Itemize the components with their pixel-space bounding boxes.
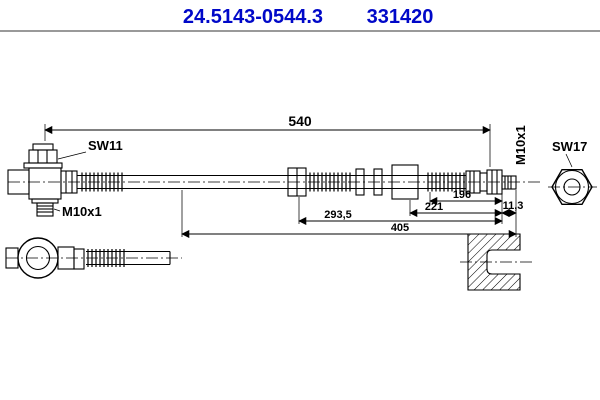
corrugation-right bbox=[427, 172, 465, 192]
part-number: 24.5143-0544.3 bbox=[183, 6, 323, 28]
dim-540-label: 540 bbox=[288, 113, 312, 129]
bracket-outline bbox=[467, 233, 521, 291]
dimensions: 540 196 221 11,3 293,5 405 bbox=[44, 113, 524, 239]
hose-body bbox=[77, 164, 466, 200]
sw17-label: SW17 bbox=[552, 139, 587, 154]
sw11-label: SW11 bbox=[88, 138, 123, 153]
callouts: SW11 M10x1 M10x1 SW17 bbox=[53, 125, 587, 219]
m10x1-left-label: M10x1 bbox=[62, 204, 102, 219]
corrugation-left bbox=[81, 172, 123, 192]
hex-nut-front-view bbox=[548, 168, 597, 206]
right-fitting bbox=[465, 169, 517, 195]
bracket-detail bbox=[460, 233, 532, 291]
header: 24.5143-0544.3 331420 bbox=[0, 6, 600, 32]
banjo-end-second-view bbox=[5, 237, 182, 279]
dim-11-3-label: 11,3 bbox=[503, 200, 524, 212]
reference-number: 331420 bbox=[367, 6, 434, 28]
dim-221-label: 221 bbox=[425, 201, 443, 213]
m10x1-right-label: M10x1 bbox=[513, 125, 528, 165]
main-hose-view bbox=[7, 143, 540, 217]
dim-405-label: 405 bbox=[391, 222, 409, 234]
left-fitting bbox=[7, 143, 78, 217]
corrugation-second-view bbox=[87, 249, 125, 267]
dim-196-label: 196 bbox=[453, 189, 471, 201]
corrugation-middle bbox=[309, 172, 351, 192]
dim-293-5-label: 293,5 bbox=[324, 209, 352, 221]
